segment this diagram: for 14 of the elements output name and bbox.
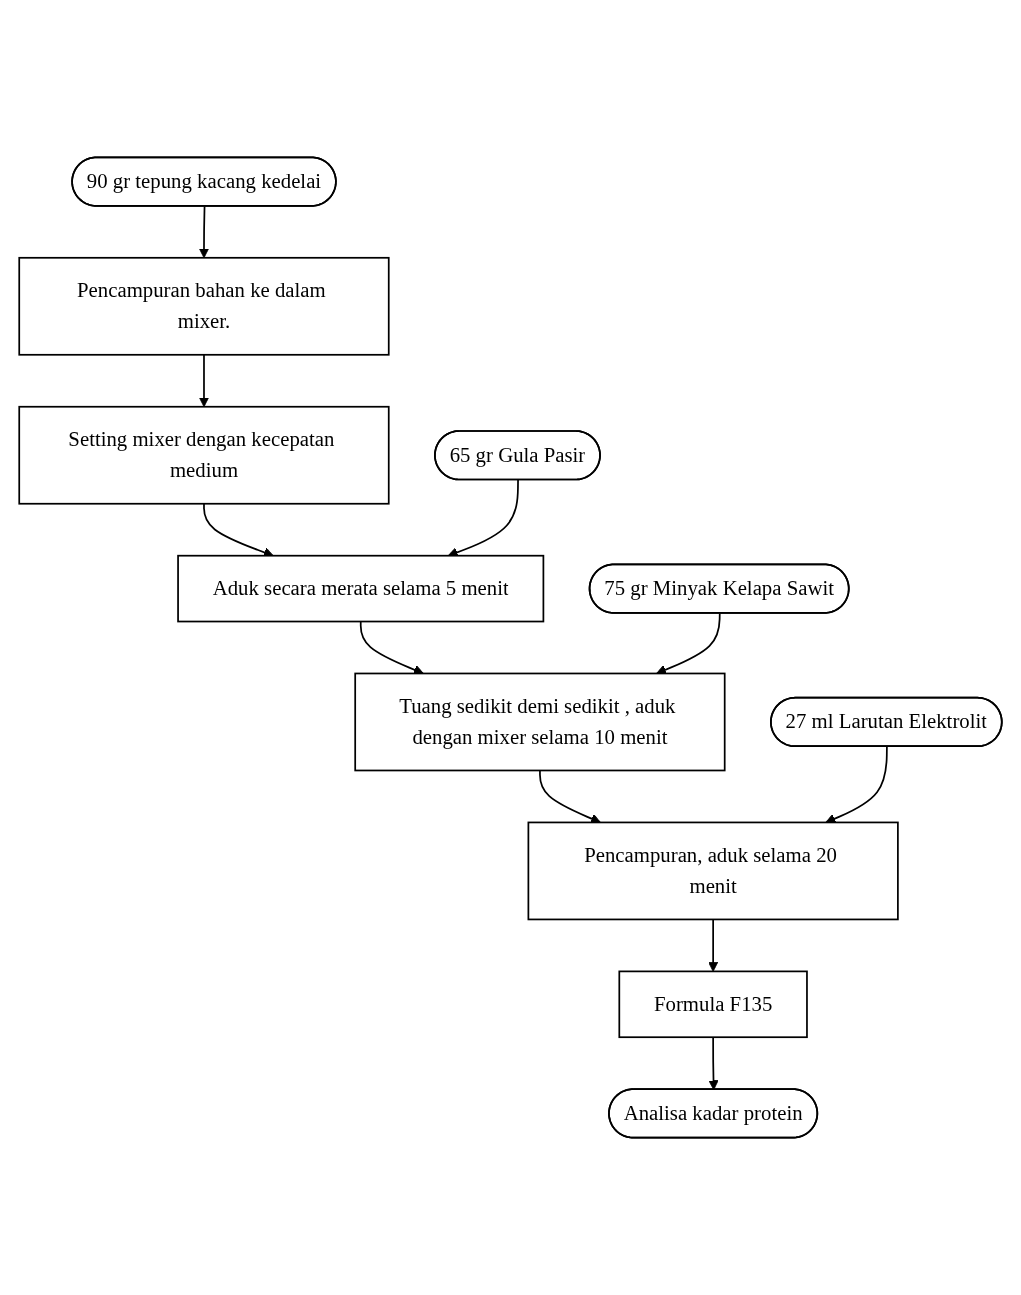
arrow [708, 1036, 719, 1091]
node-box: Setting mixer dengan kecepatan medium [18, 405, 390, 505]
node-box: Aduk secara merata selama 5 menit [177, 554, 545, 623]
node-box: Tuang sedikit demi sedikit , aduk dengan mixer selama 10 menit [354, 672, 726, 772]
arrow [198, 205, 210, 259]
arrow [359, 620, 424, 675]
arrow [539, 769, 601, 824]
arrow [708, 918, 719, 972]
node-box: Pencampuran, aduk selama 20 menit [527, 821, 899, 921]
arrow [825, 745, 888, 824]
node-box: Pencampuran bahan ke dalam mixer. [18, 256, 390, 356]
arrow [656, 612, 721, 675]
node-box: Formula F135 [618, 970, 808, 1039]
arrow [198, 353, 210, 408]
